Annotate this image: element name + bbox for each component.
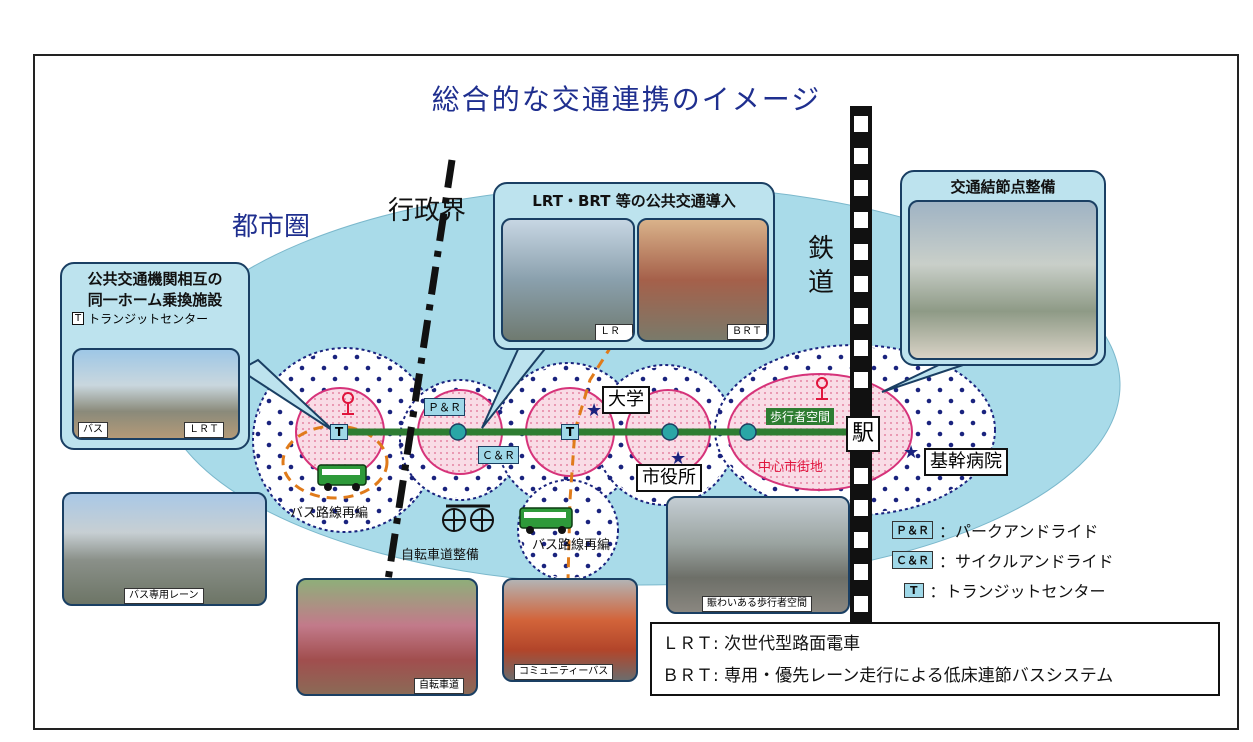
node-callout: 交通結節点整備 <box>900 170 1106 366</box>
bus-icon <box>317 464 573 534</box>
transfer-title-2: 同一ホーム乗換施設 <box>87 291 223 309</box>
definition-brt: ＢＲＴ: 専用・優先レーン走行による低床連節バスシステム <box>662 666 1114 686</box>
legend-tag: Ｐ＆Ｒ <box>892 521 933 539</box>
lrt-photo: ＬＲＴ <box>501 218 635 342</box>
transit-t-icon: T <box>72 312 85 325</box>
community-bus-photo: コミュニティーバス <box>502 578 638 682</box>
legend-text: ：パークアンドライド <box>939 522 1099 541</box>
definitions-box: ＬＲＴ: 次世代型路面電車 ＢＲＴ: 専用・優先レーン走行による低床連節バスシス… <box>650 622 1220 696</box>
transfer-facility-callout: 公共交通機関相互の 同一ホーム乗換施設 T トランジットセンター バス ＬＲＴ <box>60 262 250 450</box>
railway <box>850 106 872 626</box>
bus-lane-caption: バス専用レーン <box>124 588 204 604</box>
svg-text:★: ★ <box>670 448 686 469</box>
bike-path-photo: 自転車道 <box>296 578 478 696</box>
bicycle-icon <box>442 504 494 532</box>
diagram-frame <box>33 54 1239 730</box>
city-hall-label: 市役所 <box>636 464 702 492</box>
transfer-title-1: 公共交通機関相互の <box>87 270 223 288</box>
station-label: 駅 <box>846 416 881 452</box>
transit-center-marker: T <box>561 424 580 440</box>
bike-road-label: 自転車道整備 <box>401 548 480 563</box>
lrt-brt-callout: LRT・BRT 等の公共交通導入 ＬＲＴ ＢＲＴ <box>493 182 775 350</box>
lrt-brt-title: LRT・BRT 等の公共交通導入 <box>532 192 736 210</box>
bus-stop-pin <box>342 377 828 415</box>
bus-reorg-label: バス路線再編 <box>290 506 369 521</box>
definition-lrt: ＬＲＴ: 次世代型路面電車 <box>662 634 861 654</box>
legend-tag: Ｃ＆Ｒ <box>892 551 933 569</box>
tag-brt: ＢＲＴ <box>727 324 767 340</box>
bus-lane-photo: バス専用レーン <box>62 492 267 606</box>
diagram-title: 総合的な交通連携のイメージ <box>431 83 822 116</box>
cr-badge: Ｃ＆Ｒ <box>478 446 519 464</box>
transfer-title-3: トランジットセンター <box>88 312 209 326</box>
admin-boundary-label: 行政界 <box>388 196 467 226</box>
pedestrian-space-photo: 賑わいある歩行者空間 <box>666 496 850 614</box>
legend-item-cr: Ｃ＆Ｒ ：サイクルアンドライド <box>892 548 1114 572</box>
legend-tag: T <box>904 582 924 598</box>
metro-area-label: 都市圏 <box>232 212 311 242</box>
pedestrian-space-caption: 賑わいある歩行者空間 <box>702 596 812 612</box>
transfer-transit-center: T トランジットセンター <box>72 310 248 327</box>
transfer-photo: バス ＬＲＴ <box>72 348 240 440</box>
svg-text:★: ★ <box>903 442 919 463</box>
admin-boundary-line <box>381 159 456 601</box>
stops <box>449 423 757 441</box>
pr-badge: Ｐ＆Ｒ <box>424 398 465 416</box>
railway-label-2: 道 <box>808 268 835 298</box>
legend-text: ：サイクルアンドライド <box>939 552 1114 571</box>
university-label: 大学 <box>602 386 650 414</box>
brt-photo: ＢＲＴ <box>637 218 769 342</box>
bike-path-caption: 自転車道 <box>414 678 464 694</box>
downtown-label: 中心市街地 <box>758 460 824 475</box>
legend-item-pr: Ｐ＆Ｒ ：パークアンドライド <box>892 518 1114 542</box>
legend-text: ：トランジットセンター <box>929 582 1106 601</box>
tag-bus: バス <box>78 422 108 438</box>
tag-lrt: ＬＲＴ <box>184 422 224 438</box>
pedestrian-space-label: 歩行者空間 <box>766 408 835 425</box>
node-title: 交通結節点整備 <box>950 178 1056 196</box>
tag-lrt: ＬＲＴ <box>595 324 633 340</box>
landmark-stars: ★ ★ ★ <box>586 400 919 469</box>
svg-text:★: ★ <box>586 400 602 421</box>
community-bus-caption: コミュニティーバス <box>514 664 614 680</box>
legend: Ｐ＆Ｒ ：パークアンドライド Ｃ＆Ｒ ：サイクルアンドライド T ：トランジット… <box>892 518 1114 602</box>
hospital-label: 基幹病院 <box>924 448 1008 476</box>
transit-center-marker: T <box>330 424 349 440</box>
node-photo <box>908 200 1098 360</box>
railway-label-1: 鉄 <box>808 234 835 264</box>
legend-item-t: T ：トランジットセンター <box>904 578 1114 602</box>
bus-reorg-label: バス路線再編 <box>532 538 611 553</box>
